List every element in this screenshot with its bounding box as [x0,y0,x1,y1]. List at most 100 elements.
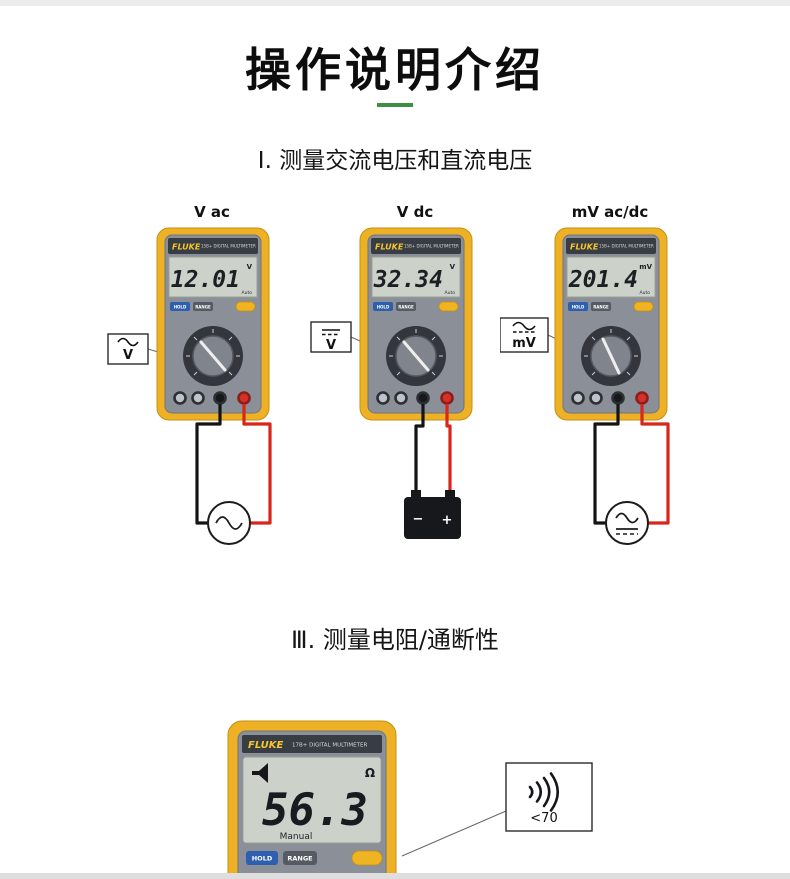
red-test-lead [445,404,452,492]
test-leads [593,404,670,525]
meter-body: FLUKE 15B+ DIGITAL MULTIMETER V 32.34 Au… [359,227,473,421]
hold-button [170,302,190,311]
battery-body [404,497,461,539]
continuity-threshold: <70 [530,811,557,826]
hold-button-label: HOLD [572,305,585,310]
meter-column-vdc: V dc V FLUKE 15B+ DIGITAL MULTIMETER V 3… [305,202,525,565]
lcd-unit: V [450,263,456,271]
button-row: HOLD RANGE [246,850,383,866]
jack-ma [394,391,408,405]
lcd-unit: mV [639,263,652,271]
lcd-mode: Manual [280,832,313,842]
meter-body: FLUKE 17B+ DIGITAL MULTIMETER Ω 56.3 Man… [227,720,397,879]
lcd-panel [168,256,258,298]
hold-button [373,302,393,311]
lcd-panel [566,256,656,298]
meter-body: FLUKE 15B+ DIGITAL MULTIMETER mV 201.4 A… [554,227,668,421]
lcd-panel [371,256,461,298]
lcd-display: Ω 56.3 Manual [242,756,382,844]
jack-a [376,391,390,405]
black-test-lead [593,404,620,525]
hold-button [246,851,278,865]
lcd-display: mV 201.4 Auto [566,256,656,298]
button-row: HOLD RANGE [373,301,459,312]
lcd-reading: 32.34 [373,267,443,293]
rotary-dial [183,326,243,386]
ac-tilde-icon [117,337,139,347]
meter-mv-label: mV ac/dc [571,203,649,221]
title-accent-underline [377,103,413,107]
jack-com [213,391,227,405]
input-jacks [173,391,251,405]
multimeter-mv-figure: mV FLUKE 15B+ DIGITAL MULTIMETER mV 201.… [499,227,670,545]
jack-com [611,391,625,405]
jack-volt-ohm [440,391,454,405]
callout-box [499,317,549,353]
lcd-unit: Ω [365,766,375,780]
continuity-beeper-icon [528,772,560,812]
range-button-label: RANGE [287,855,312,863]
meter-vdc-label: V dc [396,203,434,221]
section-3-heading: Ⅲ. 测量电阻/通断性 [291,626,499,654]
test-leads [414,404,452,492]
red-test-lead [242,404,272,525]
brand-strip [566,238,656,254]
model-text: 17B+ DIGITAL MULTIMETER [292,743,367,749]
battery-minus-sign: − [413,512,424,527]
dial-pointer [199,340,227,372]
battery-terminal-negative [411,490,421,498]
lcd-reading: 201.4 [568,267,638,293]
model-text: 15B+ DIGITAL MULTIMETER [404,244,459,249]
backlight-button [438,301,459,312]
sine-wave-icon [615,512,639,524]
acdc-source-circle [605,501,649,545]
lcd-display: V 32.34 Auto [371,256,461,298]
range-button-label: RANGE [593,305,609,310]
hold-button-label: HOLD [377,305,390,310]
lcd-mode: Auto [242,290,253,296]
brand-strip [242,735,382,753]
speaker-icon [252,763,268,783]
brand-logo: FLUKE [375,243,404,252]
rotary-dial [581,326,641,386]
brand-logo: FLUKE [570,243,599,252]
jack-volt-ohm [635,391,649,405]
black-test-lead [414,404,425,492]
jack-a [571,391,585,405]
backlight-button [633,301,654,312]
range-button [591,302,611,311]
ac-tilde-icon [512,321,536,331]
lcd-panel [242,756,382,844]
jack-a [173,391,187,405]
jack-com [416,391,430,405]
black-test-lead [195,404,222,525]
callout-mv-acdc: mV [499,317,549,353]
brand-logo: FLUKE [172,243,201,252]
dial-tick-marks [584,329,638,376]
lcd-unit: V [247,263,253,271]
battery-plus-sign: + [442,513,453,528]
dial-pointer [601,337,621,375]
backlight-button [235,301,256,312]
callout-box [107,333,149,365]
acdc-source-symbol [605,501,649,545]
model-text: 15B+ DIGITAL MULTIMETER [201,244,256,249]
model-text: 15B+ DIGITAL MULTIMETER [599,244,654,249]
callout-symbol: V [123,348,133,363]
meter-column-vac: V ac V FLUKE 15B+ DIGITAL MULTIMETER V 1… [102,202,322,565]
multimeter-vac-figure: V FLUKE 15B+ DIGITAL MULTIMETER V 12.01 … [107,227,272,545]
lcd-mode: Auto [445,290,456,296]
page-bottom-edge [0,873,790,879]
meter-vac-label: V ac [194,203,230,221]
battery-symbol: − + [404,490,461,539]
hold-button-label: HOLD [174,305,187,310]
meter-column-mv: mV ac/dc mV FLUKE 15B+ DIGITAL MULTIMETE… [499,202,720,565]
callout-v-ac: V [107,333,149,365]
button-row: HOLD RANGE [170,301,256,312]
dial-tick-marks [389,329,443,376]
backlight-button [351,850,383,866]
input-jacks [376,391,454,405]
lcd-reading: 12.01 [171,267,240,293]
dial-tick-marks [186,329,240,376]
jack-volt-ohm [237,391,251,405]
